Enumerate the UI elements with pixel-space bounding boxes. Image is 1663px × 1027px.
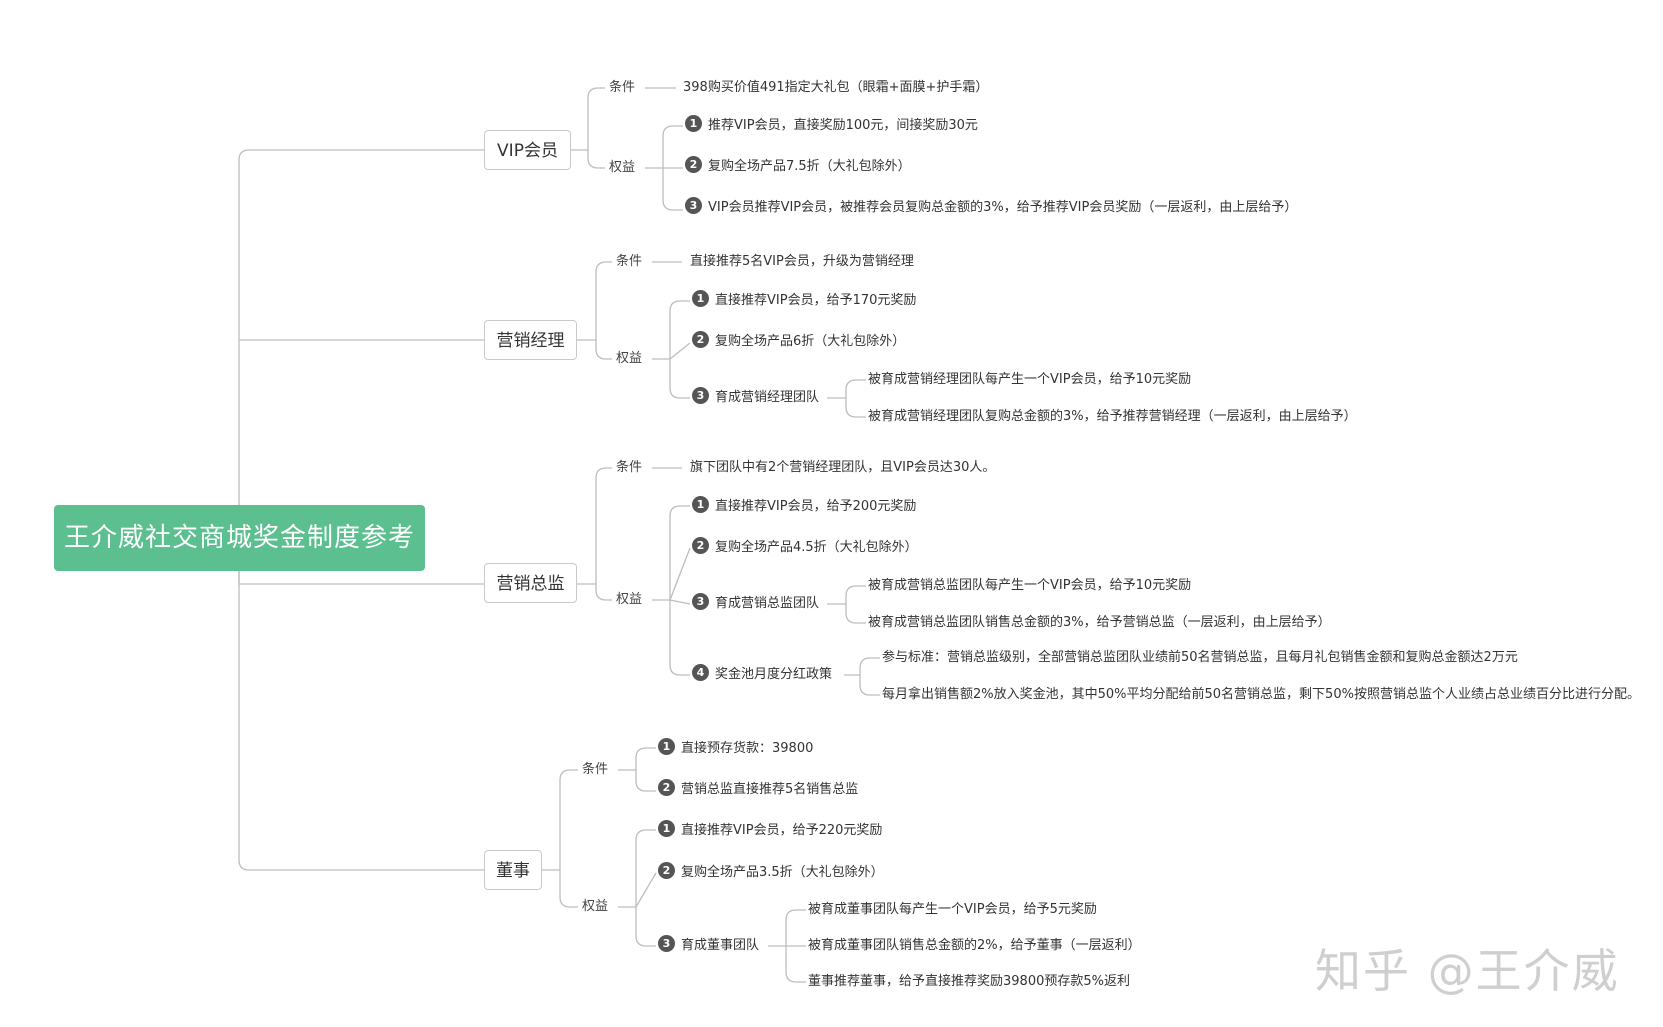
- badge-1-icon: 1: [658, 820, 675, 837]
- director-rights-label: 权益: [616, 592, 643, 607]
- node-board[interactable]: 董事: [484, 850, 542, 890]
- manager-right-3-sub-1: 被育成营销经理团队每产生一个VIP会员，给予10元奖励: [868, 372, 1192, 387]
- badge-1-icon: 1: [685, 115, 702, 132]
- badge-4-icon: 4: [692, 664, 709, 681]
- node-director[interactable]: 营销总监: [484, 563, 577, 603]
- node-manager[interactable]: 营销经理: [484, 320, 577, 360]
- director-cond-label: 条件: [616, 460, 643, 475]
- board-right-3-sub-2: 被育成董事团队销售总金额的2%，给予董事（一层返利）: [808, 938, 1141, 953]
- badge-1-icon: 1: [658, 738, 675, 755]
- director-right-1: 直接推荐VIP会员，给予200元奖励: [715, 499, 917, 514]
- director-right-4-sub-2: 每月拿出销售额2%放入奖金池，其中50%平均分配给前50名营销总监，剩下50%按…: [882, 687, 1640, 702]
- board-cond-label: 条件: [582, 762, 609, 777]
- vip-cond-text: 398购买价值491指定大礼包（眼霜+面膜+护手霜）: [683, 80, 989, 95]
- badge-2-icon: 2: [658, 862, 675, 879]
- board-right-2: 复购全场产品3.5折（大礼包除外）: [681, 865, 884, 880]
- director-right-3: 育成营销总监团队: [715, 596, 820, 611]
- manager-right-1: 直接推荐VIP会员，给予170元奖励: [715, 293, 917, 308]
- badge-3-icon: 3: [692, 593, 709, 610]
- board-cond-2: 营销总监直接推荐5名销售总监: [681, 782, 859, 797]
- vip-cond-label: 条件: [609, 80, 636, 95]
- director-right-3-sub-1: 被育成营销总监团队每产生一个VIP会员，给予10元奖励: [868, 578, 1192, 593]
- vip-right-3: VIP会员推荐VIP会员，被推荐会员复购总金额的3%，给予推荐VIP会员奖励（一…: [708, 200, 1298, 215]
- badge-3-icon: 3: [692, 387, 709, 404]
- board-right-3-sub-3: 董事推荐董事，给予直接推荐奖励39800预存款5%返利: [808, 974, 1130, 989]
- badge-1-icon: 1: [692, 290, 709, 307]
- director-right-2: 复购全场产品4.5折（大礼包除外）: [715, 540, 918, 555]
- manager-right-2: 复购全场产品6折（大礼包除外）: [715, 334, 906, 349]
- vip-right-1: 推荐VIP会员，直接奖励100元，间接奖励30元: [708, 118, 978, 133]
- manager-right-3: 育成营销经理团队: [715, 390, 820, 405]
- vip-right-2: 复购全场产品7.5折（大礼包除外）: [708, 159, 911, 174]
- badge-2-icon: 2: [685, 156, 702, 173]
- board-right-3: 育成董事团队: [681, 938, 760, 953]
- root-topic[interactable]: 王介威社交商城奖金制度参考: [54, 505, 425, 571]
- director-right-3-sub-2: 被育成营销总监团队销售总金额的3%，给予营销总监（一层返利，由上层给予）: [868, 615, 1331, 630]
- badge-3-icon: 3: [658, 935, 675, 952]
- director-right-4-sub-1: 参与标准：营销总监级别，全部营销总监团队业绩前50名营销总监，且每月礼包销售金额…: [882, 650, 1518, 665]
- director-right-4: 奖金池月度分红政策: [715, 667, 833, 682]
- manager-rights-label: 权益: [616, 351, 643, 366]
- board-right-1: 直接推荐VIP会员，给予220元奖励: [681, 823, 883, 838]
- watermark-text: 知乎 @王介威: [1315, 944, 1620, 998]
- board-rights-label: 权益: [582, 899, 609, 914]
- badge-1-icon: 1: [692, 496, 709, 513]
- director-cond-text: 旗下团队中有2个营销经理团队，且VIP会员达30人。: [690, 460, 996, 475]
- board-cond-1: 直接预存货款：39800: [681, 741, 814, 756]
- manager-right-3-sub-2: 被育成营销经理团队复购总金额的3%，给予推荐营销经理（一层返利，由上层给予）: [868, 409, 1357, 424]
- node-vip[interactable]: VIP会员: [484, 130, 571, 170]
- badge-2-icon: 2: [692, 537, 709, 554]
- badge-2-icon: 2: [692, 331, 709, 348]
- manager-cond-label: 条件: [616, 254, 643, 269]
- vip-rights-label: 权益: [609, 160, 636, 175]
- board-right-3-sub-1: 被育成董事团队每产生一个VIP会员，给予5元奖励: [808, 902, 1097, 917]
- manager-cond-text: 直接推荐5名VIP会员，升级为营销经理: [690, 254, 914, 269]
- badge-3-icon: 3: [685, 197, 702, 214]
- badge-2-icon: 2: [658, 779, 675, 796]
